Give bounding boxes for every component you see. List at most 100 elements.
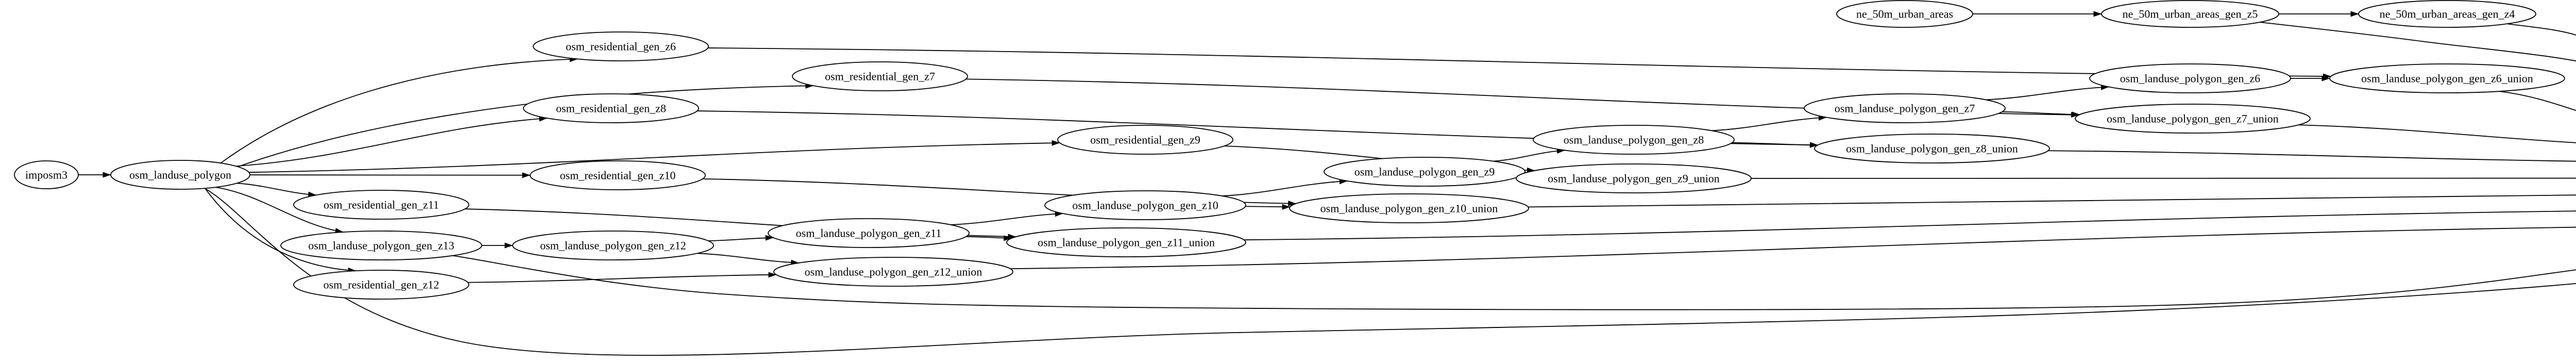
node-ellipse — [1516, 163, 1752, 193]
node-label: osm_landuse_polygon_gen_z13 — [308, 239, 454, 252]
node-label: osm_landuse_polygon_gen_z11 — [796, 226, 942, 239]
node-ellipse — [1006, 227, 1246, 257]
edge-osm_landuse_polygon_gen_z10-to-osm_landuse_polygon_gen_z9 — [1222, 178, 1348, 196]
edge-osm_landuse_polygon_gen_z10-to-osm_landuse_polygon_gen_z10_union — [1245, 204, 1291, 210]
edge-osm_landuse_polygon_gen_z11-to-osm_landuse_polygon_gen_z11_union — [966, 235, 1012, 241]
node-ellipse — [1804, 93, 2006, 123]
node-ellipse — [512, 231, 714, 260]
node-label: osm_landuse_polygon_gen_z10_union — [1320, 202, 1498, 215]
node-osm_landuse_polygon_gen_z8_union: osm_landuse_polygon_gen_z8_union — [1814, 134, 2050, 163]
node-label: osm_landuse_polygon_gen_z9_union — [1548, 172, 1720, 185]
edge-ne_50m_urban_areas_gen_z4-to-layer_landuse-z4 — [2507, 23, 2576, 36]
node-label: osm_residential_gen_z6 — [566, 40, 676, 53]
node-osm_landuse_polygon_gen_z12_union: osm_landuse_polygon_gen_z12_union — [773, 257, 1013, 287]
node-ellipse — [523, 93, 699, 123]
node-label: ne_50m_urban_areas_gen_z4 — [2380, 7, 2515, 20]
edge-osm_landuse_polygon-to-osm_residential_gen_z8 — [236, 116, 548, 167]
node-osm_residential_gen_z9: osm_residential_gen_z9 — [1057, 125, 1233, 155]
node-label: osm_residential_gen_z10 — [560, 169, 676, 182]
node-ellipse — [1289, 193, 1529, 223]
edge-osm_landuse_polygon_gen_z13-to-layer_landuse-z13 — [452, 255, 2576, 310]
edge-osm_landuse_polygon-to-osm_residential_gen_z7 — [238, 83, 814, 168]
node-label: osm_residential_gen_z11 — [324, 198, 439, 211]
edge-ne_50m_urban_areas_gen_z5-to-layer_landuse-z5 — [2260, 22, 2576, 62]
edge-osm_residential_gen_z6-to-osm_landuse_polygon_gen_z6_union — [708, 47, 2331, 79]
node-ellipse — [773, 257, 1013, 287]
node-osm_landuse_polygon_gen_z10_union: osm_landuse_polygon_gen_z10_union — [1289, 193, 1529, 223]
node-osm_landuse_polygon: osm_landuse_polygon — [110, 160, 250, 190]
node-osm_landuse_polygon_gen_z6_union: osm_landuse_polygon_gen_z6_union — [2329, 63, 2565, 93]
node-imposm3: imposm3 — [14, 160, 79, 189]
node-ellipse — [293, 270, 469, 300]
edge-osm_landuse_polygon_gen_z11-to-osm_landuse_polygon_gen_z10 — [951, 211, 1063, 225]
node-label: osm_landuse_polygon_gen_z12_union — [805, 265, 982, 278]
node-ellipse — [1044, 190, 1246, 220]
node-label: osm_residential_gen_z12 — [324, 278, 439, 291]
node-osm_landuse_polygon_gen_z13: osm_landuse_polygon_gen_z13 — [280, 231, 482, 260]
node-label: osm_residential_gen_z8 — [556, 102, 666, 114]
edge-osm_landuse_polygon_gen_z7-to-osm_landuse_polygon_gen_z7_union — [2002, 111, 2080, 118]
node-osm_landuse_polygon_gen_z12: osm_landuse_polygon_gen_z12 — [512, 231, 714, 260]
edge-osm_landuse_polygon-to-osm_landuse_polygon_gen_z13 — [215, 187, 344, 234]
node-label: osm_landuse_polygon_gen_z7 — [1835, 102, 1975, 114]
node-osm_residential_gen_z7: osm_residential_gen_z7 — [792, 61, 968, 91]
edge-osm_landuse_polygon_gen_z11_union-to-layer_landuse-z11 — [1244, 210, 2576, 241]
node-ellipse — [280, 231, 482, 260]
node-label: osm_landuse_polygon — [129, 168, 231, 181]
node-label: osm_residential_gen_z7 — [825, 70, 935, 83]
node-label: osm_landuse_polygon_gen_z6_union — [2361, 72, 2533, 85]
node-ellipse — [533, 31, 709, 61]
node-ne_50m_urban_areas_gen_z5: ne_50m_urban_areas_gen_z5 — [2101, 0, 2279, 28]
node-ellipse — [768, 218, 970, 248]
node-ellipse — [110, 160, 250, 190]
node-ellipse — [792, 61, 968, 91]
node-ne_50m_urban_areas: ne_50m_urban_areas — [1836, 0, 1973, 28]
node-ellipse — [1324, 157, 1526, 187]
node-osm_landuse_polygon_gen_z10: osm_landuse_polygon_gen_z10 — [1044, 190, 1246, 220]
node-osm_landuse_polygon_gen_z7_union: osm_landuse_polygon_gen_z7_union — [2075, 104, 2311, 134]
node-label: osm_landuse_polygon_gen_z8 — [1564, 133, 1704, 146]
node-label: ne_50m_urban_areas_gen_z5 — [2123, 7, 2258, 20]
node-label: osm_landuse_polygon_gen_z7_union — [2107, 112, 2279, 125]
node-ellipse — [1057, 125, 1233, 155]
node-osm_landuse_polygon_gen_z11_union: osm_landuse_polygon_gen_z11_union — [1006, 227, 1246, 257]
node-label: ne_50m_urban_areas — [1856, 7, 1953, 20]
node-ellipse — [1814, 134, 2050, 163]
node-ellipse — [2089, 63, 2291, 93]
node-label: imposm3 — [25, 168, 67, 181]
node-ellipse — [530, 160, 706, 190]
node-label: osm_landuse_polygon_gen_z8_union — [1846, 142, 2018, 155]
node-osm_residential_gen_z10: osm_residential_gen_z10 — [530, 160, 706, 190]
node-ellipse — [2329, 63, 2565, 93]
node-osm_landuse_polygon_gen_z6: osm_landuse_polygon_gen_z6 — [2089, 63, 2291, 93]
edge-osm_landuse_polygon_gen_z7-to-osm_landuse_polygon_gen_z6 — [1986, 84, 2109, 101]
node-ne_50m_urban_areas_gen_z4: ne_50m_urban_areas_gen_z4 — [2358, 0, 2536, 28]
edge-osm_landuse_polygon-to-osm_residential_gen_z12 — [205, 188, 357, 273]
node-ellipse — [293, 190, 469, 220]
node-osm_landuse_polygon_gen_z7: osm_landuse_polygon_gen_z7 — [1804, 93, 2006, 123]
node-osm_residential_gen_z11: osm_residential_gen_z11 — [293, 190, 469, 220]
edge-osm_landuse_polygon_gen_z8_union-to-layer_landuse-z8 — [2048, 150, 2576, 162]
edge-osm_landuse_polygon_gen_z7_union-to-layer_landuse-z7 — [2298, 124, 2576, 143]
edge-osm_landuse_polygon_gen_z6_union-to-layer_landuse-z6 — [2499, 91, 2576, 111]
node-label: osm_landuse_polygon_gen_z6 — [2120, 72, 2261, 85]
node-label: osm_residential_gen_z9 — [1090, 133, 1200, 146]
node-ellipse — [2075, 104, 2311, 134]
node-label: osm_landuse_polygon_gen_z11_union — [1038, 236, 1215, 249]
node-ellipse — [1836, 0, 1973, 28]
edge-osm_landuse_polygon-to-layer_landuse-z14+ — [204, 188, 2576, 356]
edge-osm_landuse_polygon_gen_z9-to-osm_landuse_polygon_gen_z8 — [1493, 148, 1565, 162]
node-osm_residential_gen_z6: osm_residential_gen_z6 — [533, 31, 709, 61]
edge-osm_landuse_polygon_gen_z12-to-osm_landuse_polygon_gen_z11 — [708, 235, 774, 241]
edge-osm_landuse_polygon-to-osm_residential_gen_z6 — [220, 56, 578, 163]
node-label: osm_landuse_polygon_gen_z12 — [540, 239, 686, 252]
node-osm_landuse_polygon_gen_z11: osm_landuse_polygon_gen_z11 — [768, 218, 970, 248]
node-ellipse — [2358, 0, 2536, 28]
edge-osm_residential_gen_z12-to-osm_landuse_polygon_gen_z12_union — [468, 272, 777, 283]
node-osm_landuse_polygon_gen_z9: osm_landuse_polygon_gen_z9 — [1324, 157, 1526, 187]
edge-osm_landuse_polygon_gen_z8-to-osm_landuse_polygon_gen_z7 — [1711, 114, 1827, 131]
edge-osm_landuse_polygon-to-osm_residential_gen_z11 — [236, 183, 317, 198]
node-ellipse — [14, 160, 79, 189]
